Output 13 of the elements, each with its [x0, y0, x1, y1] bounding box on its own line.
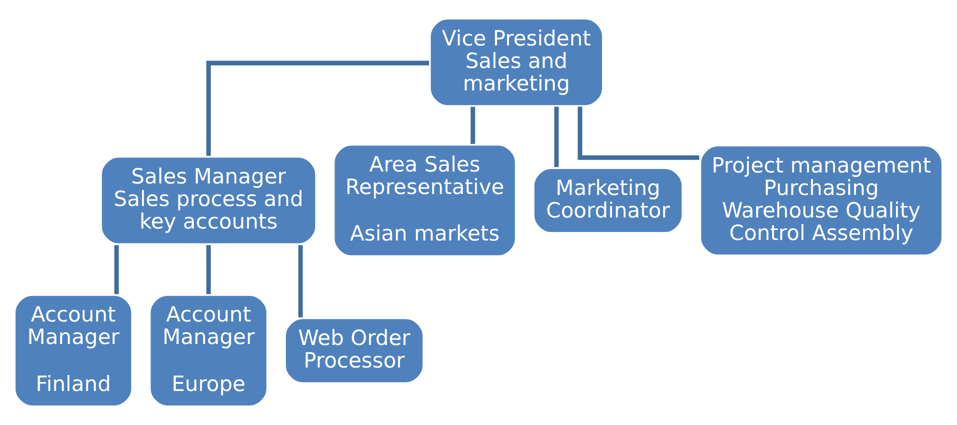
node-box: Area Sales Representative Asian markets [332, 142, 518, 258]
connector [554, 106, 559, 168]
node-box: Account Manager Europe [148, 292, 270, 408]
connector [470, 106, 476, 144]
connector [578, 106, 700, 160]
node-box: Account Manager Finland [12, 292, 134, 408]
connector [298, 245, 303, 318]
node-box: Vice President Sales and marketing [428, 16, 606, 108]
node-box: Web Order Processor [282, 316, 426, 386]
node-box: Sales Manager Sales process and key accounts [98, 154, 318, 246]
connector [206, 245, 211, 294]
connector [114, 245, 119, 294]
connector [206, 60, 430, 156]
